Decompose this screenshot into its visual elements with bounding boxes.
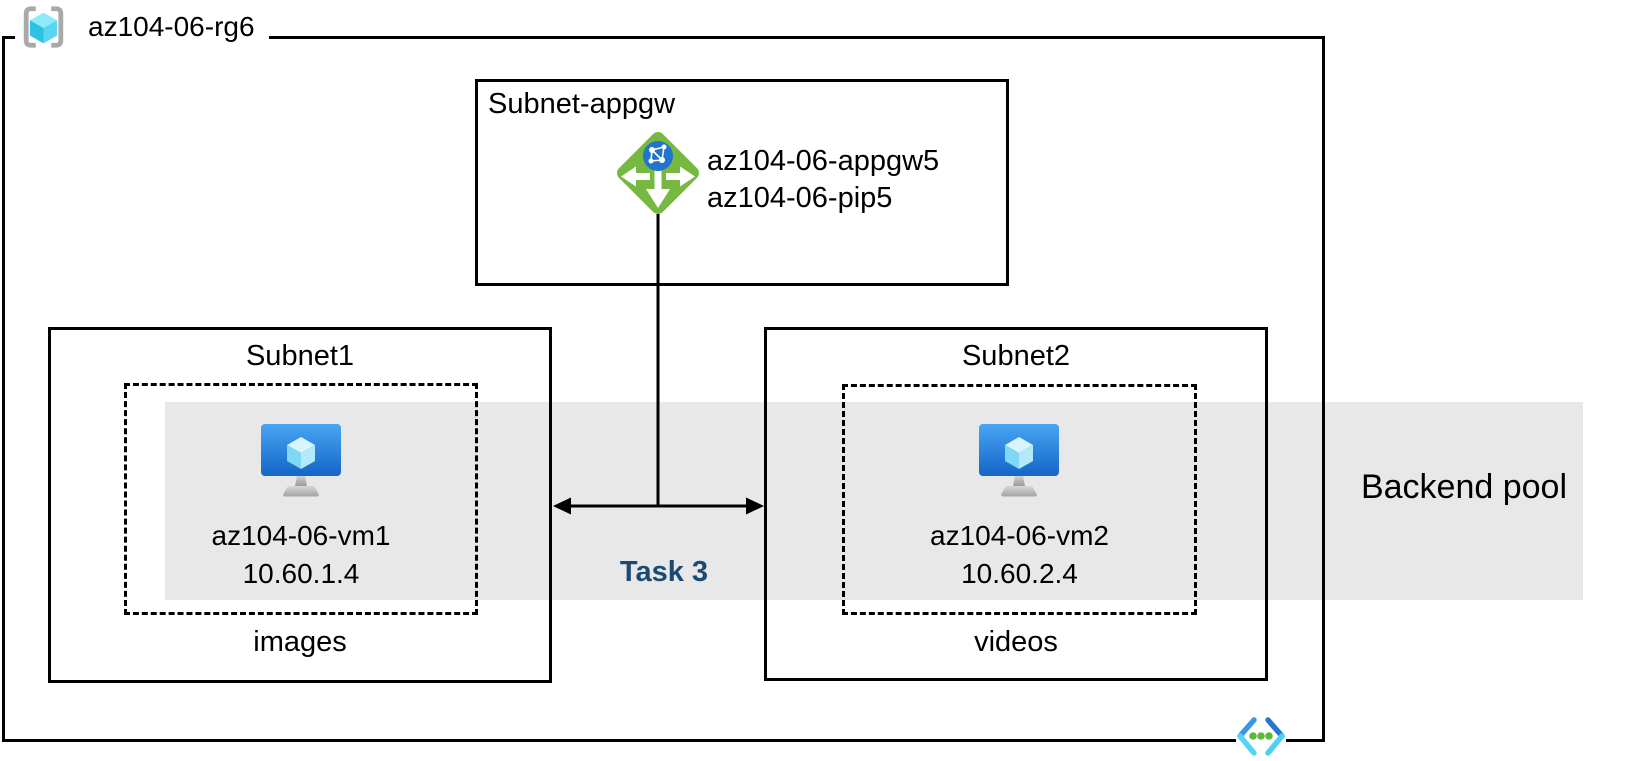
subnet-appgw-title: Subnet-appgw [488, 88, 676, 120]
pip-name: az104-06-pip5 [707, 182, 893, 214]
appgw-name: az104-06-appgw5 [707, 145, 940, 177]
subnet2-box: Subnet2 [764, 327, 1268, 681]
virtual-network-icon [1236, 714, 1286, 758]
appgw-labels: az104-06-appgw5 az104-06-pip5 [707, 143, 939, 217]
resource-group-box [2, 36, 1325, 742]
virtual-machine-icon [261, 424, 341, 497]
resource-group-label: az104-06-rg6 [88, 11, 255, 42]
vm1-ip: 10.60.1.4 [242, 558, 360, 589]
subnet2-app-label: videos [974, 626, 1058, 658]
resource-group-header: az104-06-rg6 [15, 0, 269, 54]
subnet1-backend-dashed-box [124, 383, 478, 615]
vm2-labels: az104-06-vm2 10.60.2.4 [842, 517, 1197, 593]
vm2-ip: 10.60.2.4 [961, 558, 1078, 589]
resource-group-icon [23, 6, 64, 48]
subnet2-title: Subnet2 [961, 340, 1071, 372]
vm1-labels: az104-06-vm1 10.60.1.4 [124, 517, 478, 593]
task-label: Task 3 [619, 556, 709, 588]
subnet1-title: Subnet1 [245, 340, 355, 372]
backend-pool-label: Backend pool [1360, 468, 1568, 506]
backend-pool-band [165, 402, 1583, 600]
subnet1-app-label: images [253, 626, 347, 658]
vm1-name: az104-06-vm1 [211, 520, 391, 551]
subnet2-backend-dashed-box [842, 384, 1197, 615]
subnet1-box: Subnet1 [48, 327, 552, 683]
vm2-name: az104-06-vm2 [930, 520, 1109, 551]
virtual-machine-icon [979, 424, 1059, 497]
subnet-appgw-box: Subnet-appgw [475, 79, 1009, 286]
application-gateway-icon [617, 132, 699, 214]
